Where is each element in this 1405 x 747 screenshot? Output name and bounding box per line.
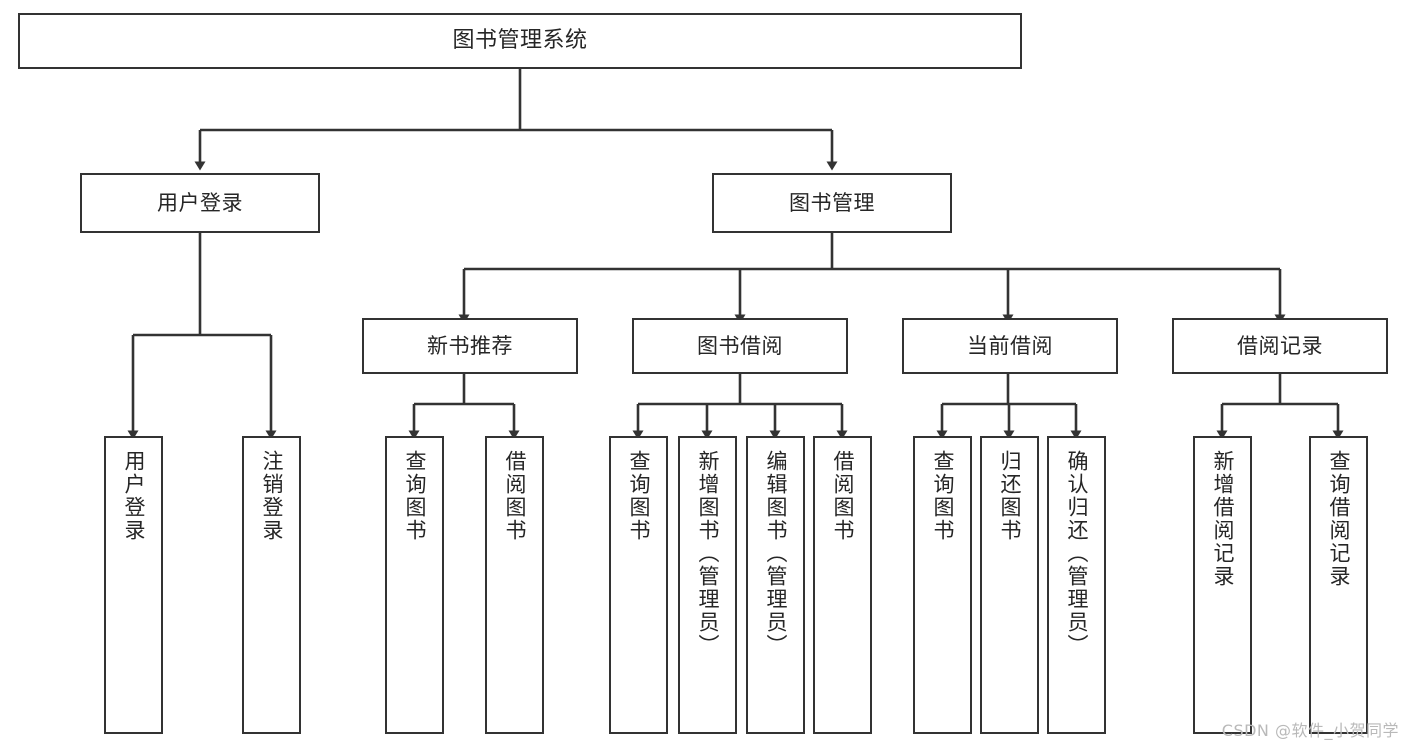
node-leaf-edit-book-admin[interactable]: 编辑图书（管理员） xyxy=(746,436,805,734)
node-leaf-return-book[interactable]: 归还图书 xyxy=(980,436,1039,734)
node-label: 当前借阅 xyxy=(967,333,1053,358)
node-label: 图书借阅 xyxy=(697,333,783,358)
node-label: 用户登录 xyxy=(157,190,243,215)
node-label: 编辑图书（管理员） xyxy=(763,450,788,657)
node-label: 图书管理 xyxy=(789,190,875,215)
node-user-login[interactable]: 用户登录 xyxy=(80,173,320,233)
node-leaf-add-borrow-record[interactable]: 新增借阅记录 xyxy=(1193,436,1252,734)
node-new-book-recommendation[interactable]: 新书推荐 xyxy=(362,318,578,374)
node-label: 查询图书 xyxy=(626,450,651,542)
node-label: 新书推荐 xyxy=(427,333,513,358)
node-label: 用户登录 xyxy=(121,450,146,542)
node-label: 借阅图书 xyxy=(502,450,527,542)
watermark: CSDN @软件_小贺同学 xyxy=(1221,721,1399,740)
node-leaf-confirm-return-admin[interactable]: 确认归还（管理员） xyxy=(1047,436,1106,734)
node-label: 注销登录 xyxy=(259,450,284,542)
node-leaf-borrow-book[interactable]: 借阅图书 xyxy=(813,436,872,734)
node-book-borrowing[interactable]: 图书借阅 xyxy=(632,318,848,374)
node-label: 查询图书 xyxy=(402,450,427,542)
node-current-borrowing[interactable]: 当前借阅 xyxy=(902,318,1118,374)
node-borrowing-record[interactable]: 借阅记录 xyxy=(1172,318,1388,374)
node-label: 新增图书（管理员） xyxy=(695,450,720,657)
node-leaf-logout[interactable]: 注销登录 xyxy=(242,436,301,734)
node-book-management[interactable]: 图书管理 xyxy=(712,173,952,233)
node-leaf-user-login[interactable]: 用户登录 xyxy=(104,436,163,734)
node-leaf-query-book-rec[interactable]: 查询图书 xyxy=(385,436,444,734)
node-leaf-add-book-admin[interactable]: 新增图书（管理员） xyxy=(678,436,737,734)
node-label: 归还图书 xyxy=(997,450,1022,542)
node-label: 确认归还（管理员） xyxy=(1064,450,1089,657)
node-leaf-borrow-book-rec[interactable]: 借阅图书 xyxy=(485,436,544,734)
node-label: 借阅图书 xyxy=(830,450,855,542)
node-label: 新增借阅记录 xyxy=(1210,450,1235,588)
node-leaf-query-book-borrow[interactable]: 查询图书 xyxy=(609,436,668,734)
node-leaf-query-book-current[interactable]: 查询图书 xyxy=(913,436,972,734)
node-label: 查询借阅记录 xyxy=(1326,450,1351,588)
node-label: 查询图书 xyxy=(930,450,955,542)
node-label: 图书管理系统 xyxy=(452,28,588,54)
node-root-book-management-system[interactable]: 图书管理系统 xyxy=(18,13,1022,69)
node-leaf-query-borrow-record[interactable]: 查询借阅记录 xyxy=(1309,436,1368,734)
node-label: 借阅记录 xyxy=(1237,333,1323,358)
